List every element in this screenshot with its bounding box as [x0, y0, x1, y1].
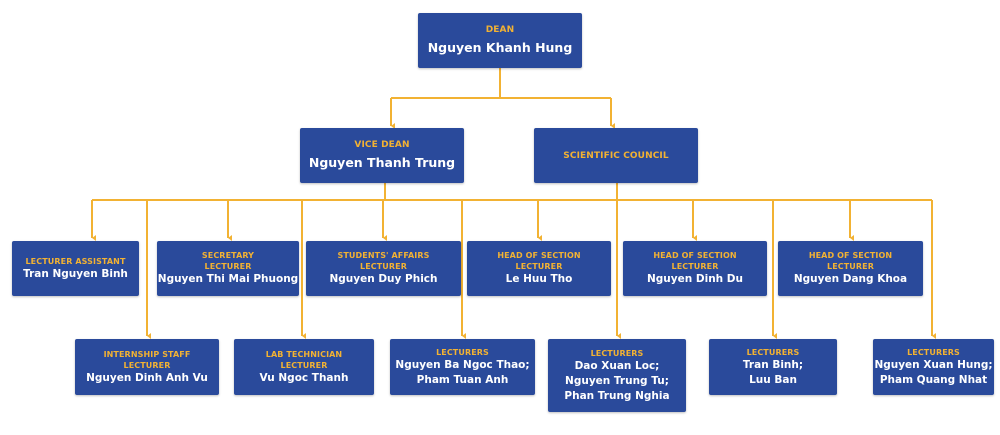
vice-dean-role: VICE DEAN: [354, 140, 410, 150]
head-of-section-2-name: Nguyen Dinh Du: [647, 273, 743, 285]
lecturers-4-name-1: Nguyen Xuan Hung;: [874, 358, 993, 371]
head-of-section-1-name: Le Huu Tho: [505, 273, 573, 285]
head-of-section-3-role-line2: LECTURER: [827, 262, 874, 271]
lab-technician-role-line2: LECTURER: [280, 360, 328, 370]
secretary-role-line1: SECRETARY: [201, 251, 255, 260]
lecturers-3-name-1: Tran Binh;: [742, 358, 804, 371]
head-of-section-3-role: HEAD OF SECTION LECTURER: [809, 250, 892, 272]
lecturers-1-box: LECTURERS Nguyen Ba Ngoc Thao; Pham Tuan…: [390, 339, 535, 395]
lecturers-1-names: Nguyen Ba Ngoc Thao; Pham Tuan Anh: [395, 358, 529, 388]
lecturers-1-name-2: Pham Tuan Anh: [416, 373, 509, 386]
internship-staff-name: Nguyen Dinh Anh Vu: [86, 371, 208, 384]
lecturers-2-name-2: Nguyen Trung Tu;: [565, 374, 669, 387]
secretary-box: SECRETARY LECTURER Nguyen Thi Mai Phuong: [157, 241, 299, 296]
students-affairs-role: STUDENTS' AFFAIRS LECTURER: [338, 250, 430, 272]
lecturers-2-names: Dao Xuan Loc; Nguyen Trung Tu; Phan Trun…: [564, 359, 669, 404]
lecturers-2-name-3: Phan Trung Nghia: [564, 389, 670, 402]
lecturers-1-role: LECTURERS: [436, 347, 489, 357]
lecturers-2-name-1: Dao Xuan Loc;: [574, 359, 660, 372]
lecturers-4-name-2: Pham Quang Nhat: [879, 373, 988, 386]
head-of-section-2-role: HEAD OF SECTION LECTURER: [653, 250, 736, 272]
lecturer-assistant-role: LECTURER ASSISTANT: [25, 256, 126, 266]
lecturers-1-name-1: Nguyen Ba Ngoc Thao;: [395, 358, 530, 371]
vice-dean-name: Nguyen Thanh Trung: [308, 155, 456, 170]
head-of-section-1-role: HEAD OF SECTION LECTURER: [497, 250, 580, 272]
students-affairs-role-line1: STUDENTS' AFFAIRS: [337, 251, 430, 260]
head-of-section-1-box: HEAD OF SECTION LECTURER Le Huu Tho: [467, 241, 611, 296]
head-of-section-2-role-line1: HEAD OF SECTION: [653, 251, 737, 260]
lab-technician-name: Vu Ngoc Thanh: [259, 371, 349, 384]
lecturers-4-role: LECTURERS: [907, 347, 960, 357]
lecturers-4-box: LECTURERS Nguyen Xuan Hung; Pham Quang N…: [873, 339, 994, 395]
lecturers-2-role: LECTURERS: [590, 348, 644, 358]
lecturer-assistant-box: LECTURER ASSISTANT Tran Nguyen Binh: [12, 241, 139, 296]
head-of-section-3-box: HEAD OF SECTION LECTURER Nguyen Dang Kho…: [778, 241, 923, 296]
lab-technician-box: LAB TECHNICIAN LECTURER Vu Ngoc Thanh: [234, 339, 374, 395]
secretary-role: SECRETARY LECTURER: [202, 250, 254, 272]
internship-staff-role-line1: INTERNSHIP STAFF: [103, 349, 191, 359]
lecturer-assistant-name: Tran Nguyen Binh: [23, 267, 128, 280]
lecturers-3-name-2: Luu Ban: [749, 373, 797, 386]
lecturers-3-box: LECTURERS Tran Binh; Luu Ban: [709, 339, 837, 395]
lecturers-2-box: LECTURERS Dao Xuan Loc; Nguyen Trung Tu;…: [548, 339, 686, 412]
scientific-council-role: SCIENTIFIC COUNCIL: [563, 150, 669, 161]
head-of-section-2-role-line2: LECTURER: [671, 262, 719, 271]
head-of-section-3-name: Nguyen Dang Khoa: [793, 273, 908, 285]
lab-technician-role-line1: LAB TECHNICIAN: [265, 349, 343, 359]
secretary-role-line2: LECTURER: [204, 262, 252, 271]
lecturers-3-role: LECTURERS: [746, 347, 800, 357]
internship-staff-box: INTERNSHIP STAFF LECTURER Nguyen Dinh An…: [75, 339, 219, 395]
dean-name: Nguyen Khanh Hung: [427, 40, 573, 55]
internship-staff-role: INTERNSHIP STAFF LECTURER: [104, 349, 191, 371]
head-of-section-1-role-line2: LECTURER: [515, 262, 563, 271]
dean-box: DEAN Nguyen Khanh Hung: [418, 13, 582, 68]
vice-dean-box: VICE DEAN Nguyen Thanh Trung: [300, 128, 464, 183]
lab-technician-role: LAB TECHNICIAN LECTURER: [266, 349, 342, 371]
head-of-section-1-role-line1: HEAD OF SECTION: [497, 251, 581, 260]
scientific-council-box: SCIENTIFIC COUNCIL: [534, 128, 698, 183]
students-affairs-box: STUDENTS' AFFAIRS LECTURER Nguyen Duy Ph…: [306, 241, 461, 296]
students-affairs-name: Nguyen Duy Phich: [329, 273, 438, 285]
dean-role: DEAN: [485, 25, 515, 35]
head-of-section-3-role-line1: HEAD OF SECTION: [808, 251, 893, 260]
lecturers-4-names: Nguyen Xuan Hung; Pham Quang Nhat: [874, 358, 992, 388]
head-of-section-2-box: HEAD OF SECTION LECTURER Nguyen Dinh Du: [623, 241, 767, 296]
secretary-name: Nguyen Thi Mai Phuong: [157, 273, 299, 285]
students-affairs-role-line2: LECTURER: [360, 262, 407, 271]
lecturers-3-names: Tran Binh; Luu Ban: [743, 358, 803, 388]
internship-staff-role-line2: LECTURER: [123, 360, 171, 370]
